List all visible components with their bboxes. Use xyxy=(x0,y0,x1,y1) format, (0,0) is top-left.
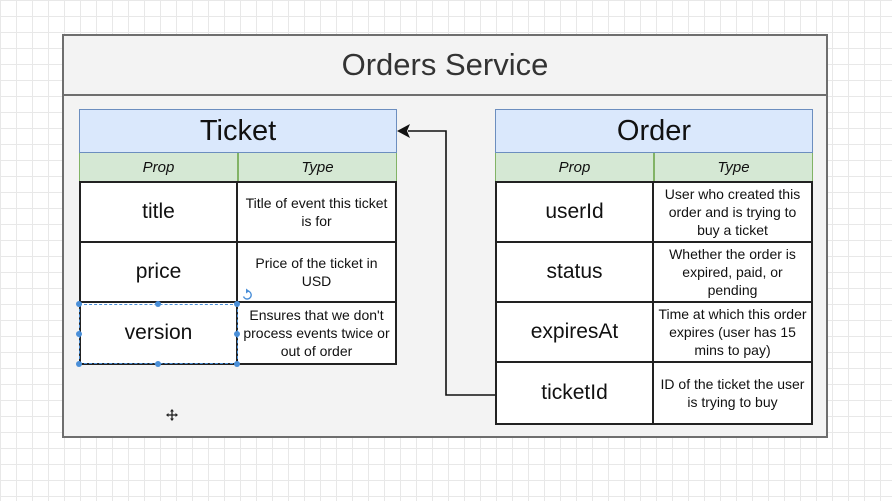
order-prop-cell: ticketId xyxy=(497,363,654,423)
order-row-userid[interactable]: userId User who created this order and i… xyxy=(497,183,811,243)
order-type-cell: Time at which this order expires (user h… xyxy=(658,306,807,358)
order-prop-cell: expiresAt xyxy=(497,303,654,361)
order-title: Order xyxy=(495,109,813,153)
order-header-row: Prop Type xyxy=(495,153,813,183)
order-row-ticketid[interactable]: ticketId ID of the ticket the user is tr… xyxy=(497,363,811,423)
ticket-header-prop: Prop xyxy=(79,153,238,181)
ticket-prop-cell: title xyxy=(81,183,238,241)
ticket-type-cell: Title of event this ticket is for xyxy=(245,195,388,229)
resize-handle[interactable] xyxy=(155,361,161,367)
ticket-prop-cell: price xyxy=(81,243,238,301)
order-header-prop: Prop xyxy=(495,153,654,181)
resize-handle[interactable] xyxy=(76,331,82,337)
ticket-reference-connector[interactable] xyxy=(408,130,495,396)
resize-handle[interactable] xyxy=(76,361,82,367)
order-row-expiresat[interactable]: expiresAt Time at which this order expir… xyxy=(497,303,811,363)
resize-handle[interactable] xyxy=(76,301,82,307)
ticket-entity[interactable]: Ticket Prop Type title Title of event th… xyxy=(79,109,397,365)
ticket-header-row: Prop Type xyxy=(79,153,397,183)
order-prop-cell: userId xyxy=(497,183,654,241)
order-header-type: Type xyxy=(654,153,813,181)
resize-handle[interactable] xyxy=(155,301,161,307)
resize-handle[interactable] xyxy=(234,361,240,367)
order-type-cell: ID of the ticket the user is trying to b… xyxy=(660,376,805,410)
resize-handle[interactable] xyxy=(234,301,240,307)
service-title: Orders Service xyxy=(64,36,826,96)
order-type-cell: Whether the order is expired, paid, or p… xyxy=(669,246,796,298)
order-type-cell: User who created this order and is tryin… xyxy=(664,186,801,238)
ticket-type-cell: Ensures that we don't process events twi… xyxy=(243,307,390,359)
order-prop-cell: status xyxy=(497,243,654,301)
ticket-header-type: Type xyxy=(238,153,397,181)
rotate-icon[interactable] xyxy=(242,288,252,300)
order-row-status[interactable]: status Whether the order is expired, pai… xyxy=(497,243,811,303)
resize-handle[interactable] xyxy=(234,331,240,337)
arrow-head-icon xyxy=(397,124,410,138)
ticket-type-cell: Price of the ticket in USD xyxy=(255,255,378,289)
ticket-title: Ticket xyxy=(79,109,397,153)
ticket-row-title[interactable]: title Title of event this ticket is for xyxy=(81,183,395,243)
move-cursor-icon xyxy=(166,409,178,421)
order-entity[interactable]: Order Prop Type userId User who created … xyxy=(495,109,813,425)
